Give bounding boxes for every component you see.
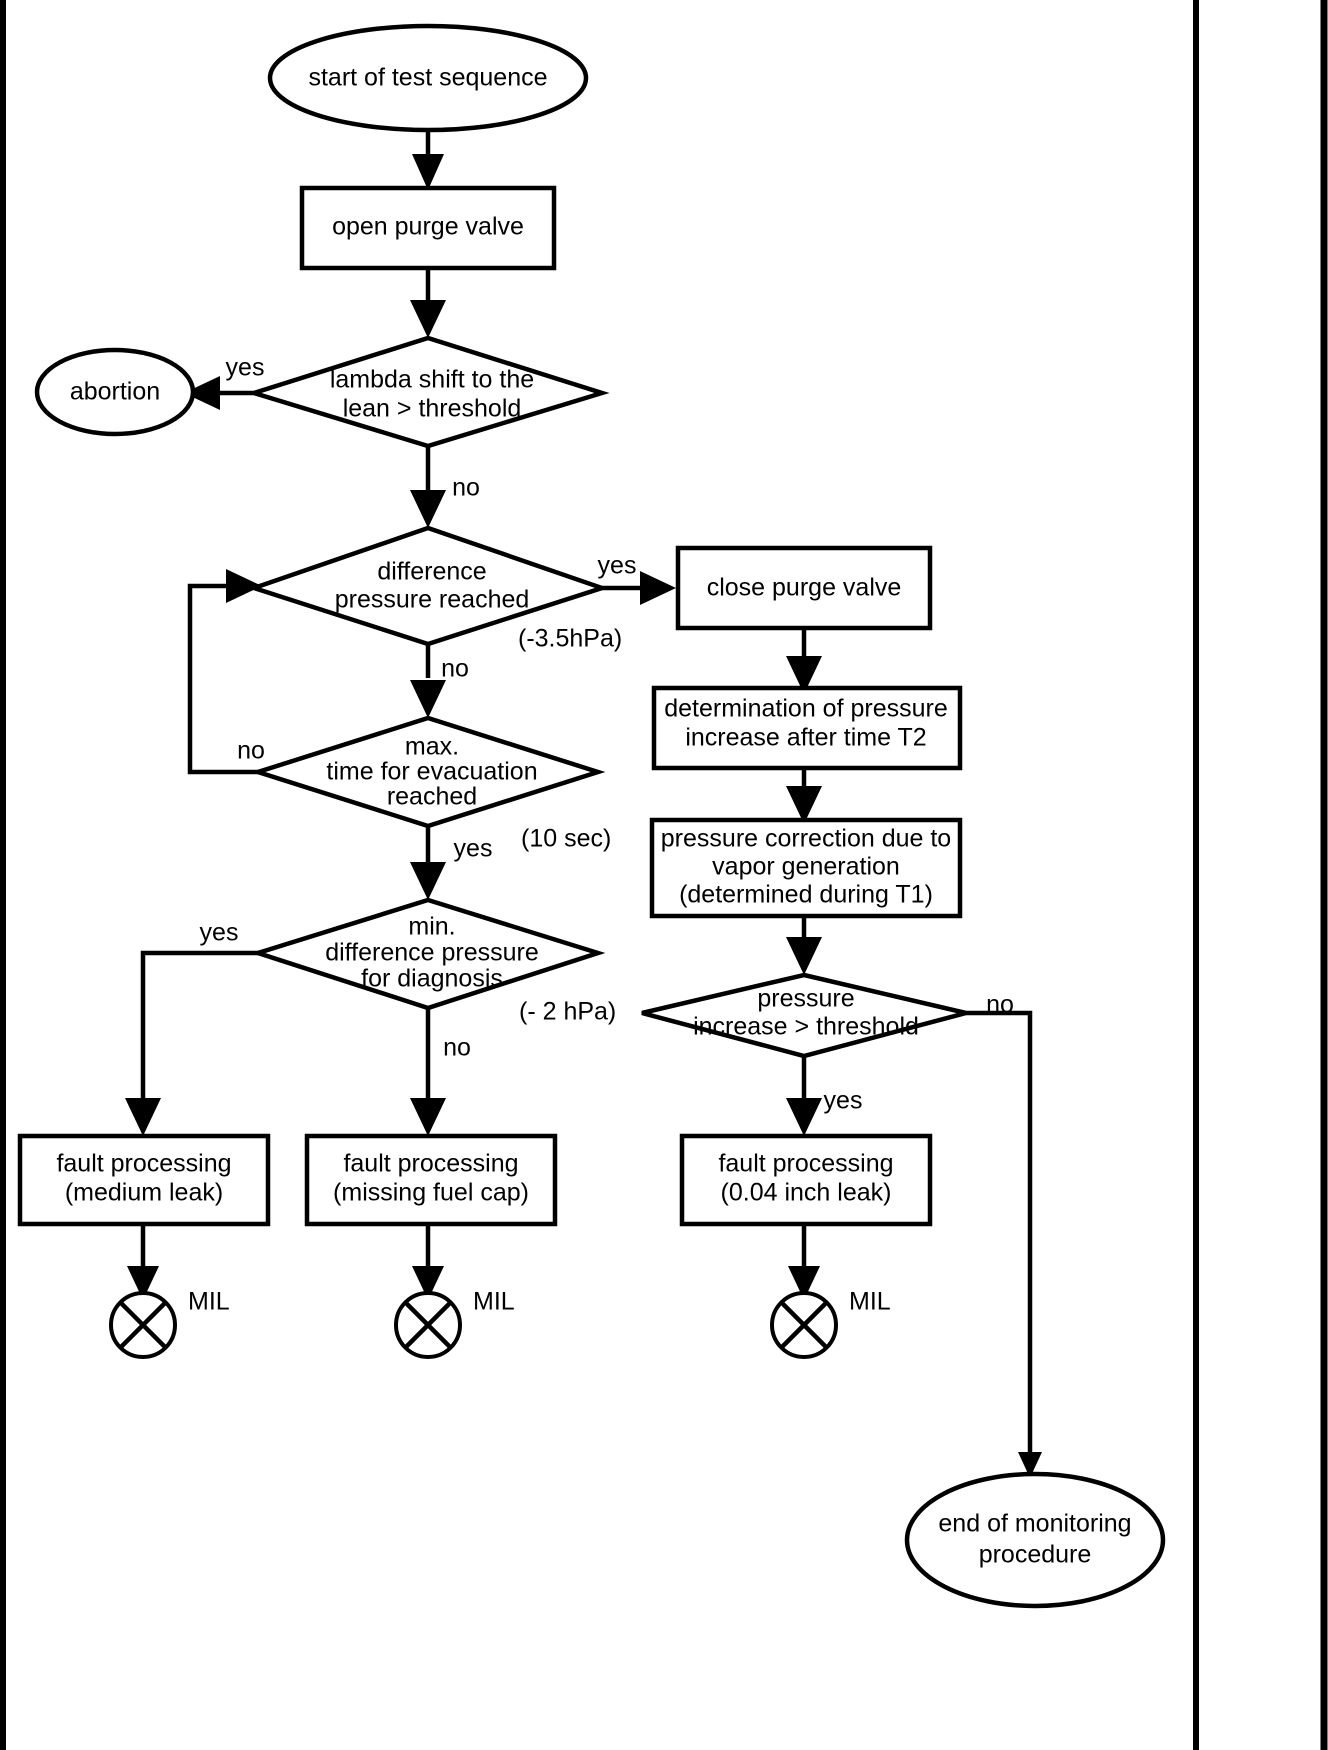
annotation-diff-pressure-value: (-3.5hPa) [518,625,622,653]
node-end-line2: procedure [979,1541,1092,1569]
node-abortion-label: abortion [70,378,160,406]
node-start[interactable]: start of test sequence [267,23,589,133]
mil-indicator-3[interactable]: MIL [770,1288,891,1359]
mil-indicator-2-label: MIL [473,1288,515,1316]
node-pressure-correction[interactable]: pressure correction due to vapor generat… [649,817,963,919]
connector-pressincrease-no-to-end [966,1010,1042,1478]
node-end-line1: end of monitoring [938,1510,1131,1538]
node-max-time-decision[interactable]: max. time for evacuation reached [250,715,606,829]
mil-indicator-3-label: MIL [849,1288,891,1316]
connector-lambda-no-to-diffpressure [410,442,446,528]
connector-correction-to-pressincrease [786,915,822,975]
node-pressure-increase-line2: increase > threshold [693,1013,919,1041]
annotation-min-diff-value: (- 2 hPa) [519,998,616,1026]
node-min-diff-line3: for diagnosis [361,965,503,993]
edge-label-mindiff-no: no [443,1034,471,1062]
node-difference-pressure-line1: difference [377,558,486,586]
node-min-diff-line1: min. [408,913,455,941]
edge-label-pressinc-yes: yes [824,1087,863,1115]
node-fault-004-line2: (0.04 inch leak) [721,1179,892,1207]
mil-indicator-1-label: MIL [188,1288,230,1316]
node-fault-medium-line2: (medium leak) [65,1179,223,1207]
node-fault-medium-line1: fault processing [56,1150,231,1178]
node-fault-fuelcap-line2: (missing fuel cap) [333,1179,529,1207]
node-abortion[interactable]: abortion [34,347,196,437]
mil-indicator-1[interactable]: MIL [109,1288,230,1359]
edge-label-pressinc-no: no [986,991,1014,1019]
connector-start-to-open-purge-valve [412,128,444,190]
edge-label-diffpress-yes: yes [598,552,637,580]
connector-openpurge-to-lambda [410,268,446,338]
node-max-time-line2: time for evacuation [326,758,537,786]
annotation-max-time-value: (10 sec) [521,825,611,853]
edge-label-maxtime-no: no [237,737,265,765]
mil-indicator-2[interactable]: MIL [394,1288,515,1359]
edge-label-layer: yes no yes no no yes yes no no yes [200,354,1014,1115]
node-difference-pressure-decision[interactable]: difference pressure reached [246,525,610,647]
node-fault-004-line1: fault processing [718,1150,893,1178]
node-pressure-increase-decision[interactable]: pressure increase > threshold [641,972,967,1059]
node-max-time-line3: reached [387,783,477,811]
annotation-layer: (-3.5hPa) (10 sec) (- 2 hPa) [518,625,622,1026]
connector-maxtime-no-loopback [187,569,264,775]
connector-mindiff-yes-to-faultmedium [125,950,266,1136]
connector-maxtime-yes-to-mindiff [410,822,446,900]
connector-pressincrease-yes-to-fault004 [786,1052,822,1136]
node-end-of-monitoring[interactable]: end of monitoring procedure [904,1471,1166,1609]
connector-faultfuelcap-to-mil2 [412,1223,444,1300]
node-determination-line1: determination of pressure [664,695,947,723]
node-lambda-shift-decision[interactable]: lambda shift to the lean > threshold [246,335,610,449]
node-start-label: start of test sequence [308,64,547,92]
connector-fault004-to-mil3 [788,1223,820,1300]
node-fault-medium-leak[interactable]: fault processing (medium leak) [17,1133,271,1227]
node-lambda-shift-line1: lambda shift to the [330,366,534,394]
node-lambda-shift-line2: lean > threshold [343,395,522,423]
node-min-difference-pressure-decision[interactable]: min. difference pressure for diagnosis [250,897,606,1011]
node-pressure-correction-line1: pressure correction due to [661,825,951,853]
edge-label-maxtime-yes: yes [454,835,493,863]
connector-faultmedium-to-mil1 [127,1223,159,1300]
edge-label-lambda-no: no [452,474,480,502]
connector-mindiff-no-to-faultfuelcap [410,1005,446,1136]
node-open-purge-valve-label: open purge valve [332,213,524,241]
node-fault-fuelcap-line1: fault processing [343,1150,518,1178]
node-pressure-increase-line1: pressure [757,985,854,1013]
node-fault-missing-fuel-cap[interactable]: fault processing (missing fuel cap) [304,1133,558,1227]
node-determination-of-pressure[interactable]: determination of pressure increase after… [651,685,963,771]
connector-layer [125,128,1042,1478]
connector-determination-to-correction [786,768,822,824]
node-pressure-correction-line3: (determined during T1) [679,881,933,909]
connector-closepurge-to-determination [786,628,822,694]
node-pressure-correction-line2: vapor generation [712,853,900,881]
node-determination-line2: increase after time T2 [685,724,926,752]
node-min-diff-line2: difference pressure [325,939,539,967]
node-open-purge-valve[interactable]: open purge valve [299,185,557,271]
node-close-purge-valve-label: close purge valve [707,574,902,602]
edge-label-mindiff-yes: yes [200,919,239,947]
edge-label-lambda-yes: yes [226,354,265,382]
node-max-time-line1: max. [405,733,459,761]
edge-label-diffpress-no: no [441,655,469,683]
node-close-purge-valve[interactable]: close purge valve [675,545,933,631]
node-difference-pressure-line2: pressure reached [335,586,530,614]
node-fault-004-inch-leak[interactable]: fault processing (0.04 inch leak) [679,1133,933,1227]
